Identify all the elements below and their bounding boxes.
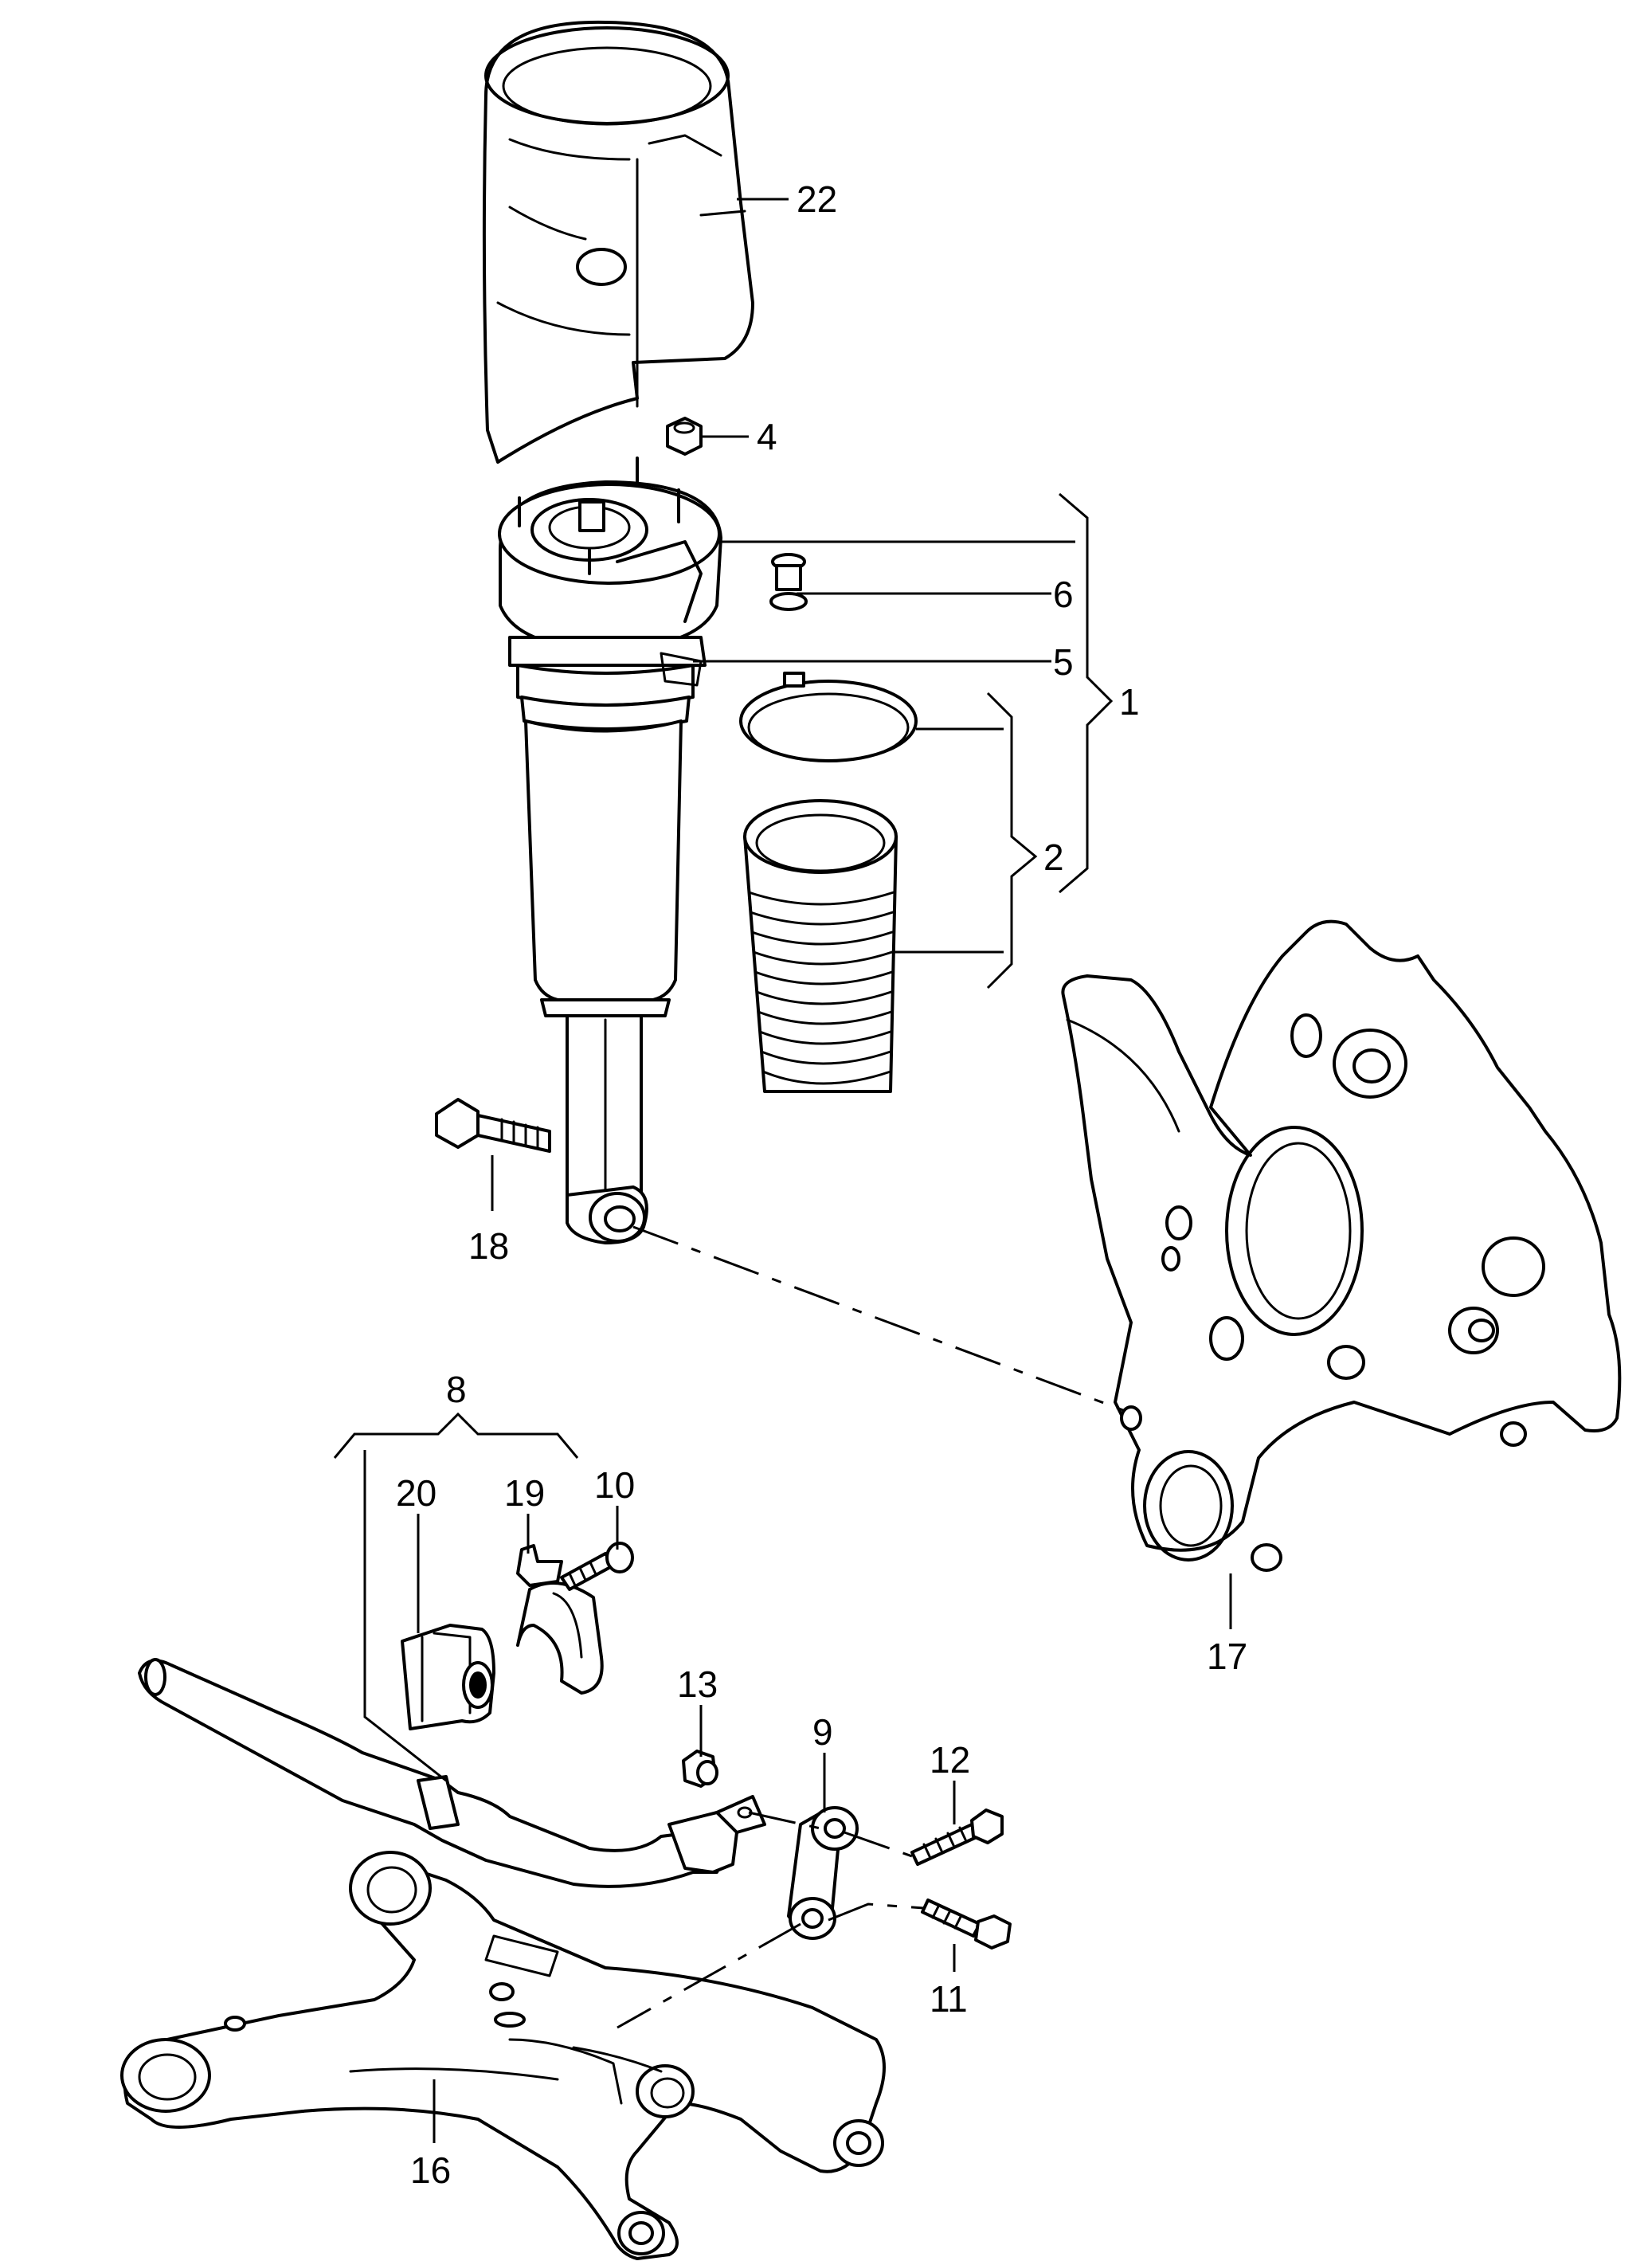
callout-4: 4 (757, 416, 777, 457)
part-9-coupling-rod (787, 1806, 859, 1940)
part-22-cover (482, 20, 754, 464)
part-16-transverse-link (120, 1851, 886, 2260)
part-19-clamp (516, 1544, 604, 1695)
part-2-dust-boot (743, 799, 898, 1093)
callout-10: 10 (594, 1464, 635, 1506)
assembly-line-rod-to-bar (748, 1811, 821, 1830)
assembly-line-strut-to-carrier (632, 1225, 1124, 1412)
callout-labels: 22 4 6 5 1 2 18 8 20 19 10 17 13 9 12 11… (396, 178, 1247, 2191)
callout-22: 22 (797, 178, 837, 220)
assembly-line-rod-to-link (617, 1922, 801, 2029)
callout-12: 12 (930, 1739, 970, 1781)
part-4-nut (666, 417, 703, 456)
part-12-bolt (910, 1808, 1004, 1866)
callout-16: 16 (410, 2149, 451, 2191)
callout-9: 9 (812, 1711, 833, 1753)
callout-8: 8 (446, 1369, 467, 1410)
callout-18: 18 (468, 1225, 509, 1267)
callout-1: 1 (1119, 681, 1140, 723)
callout-6: 6 (1053, 574, 1074, 615)
callout-20: 20 (396, 1472, 436, 1514)
part-17-wheel-carrier (1061, 919, 1622, 1572)
part-2-clamp-ring (739, 672, 918, 762)
assembly-line-bolts (828, 1831, 925, 1922)
part-10-bolt (560, 1542, 634, 1591)
callout-11: 11 (930, 1978, 968, 2020)
part-8-stabilizer-bar (138, 1658, 766, 1888)
callout-5: 5 (1053, 641, 1074, 683)
part-13-nut (682, 1750, 718, 1788)
callout-17: 17 (1207, 1636, 1247, 1677)
part-1-air-strut (498, 457, 722, 1244)
callout-13: 13 (677, 1663, 718, 1705)
callout-2: 2 (1043, 837, 1064, 878)
part-6-valve (769, 553, 808, 611)
leader-lines (363, 198, 1232, 2143)
callout-19: 19 (504, 1472, 545, 1514)
brackets (333, 492, 1114, 1459)
part-20-bushing (401, 1624, 495, 1730)
part-18-bolt (435, 1098, 551, 1153)
part-11-bolt (921, 1899, 1012, 1950)
